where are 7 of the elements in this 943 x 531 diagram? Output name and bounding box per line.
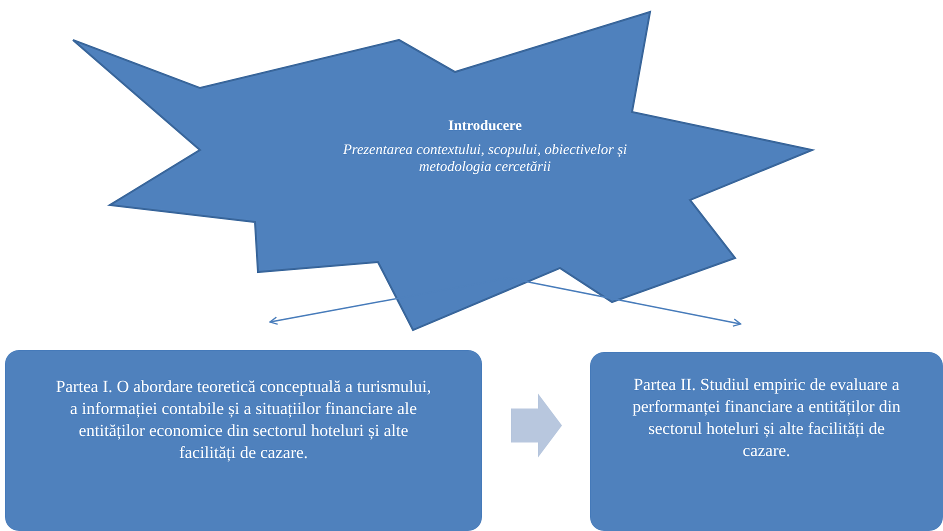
heading: Introducere [447,118,523,135]
section-box [590,352,943,531]
section-box [5,350,482,531]
box-text: Partea II. Studiul empiric de evaluare a performanței financiare a entităților din sectorul hoteluri și alte facilități de cazare. [631,374,902,462]
box-text: Partea I. O abordare teoretică conceptuală a turismului, a informației contabile și a situațiilor financiare ale entităților economice din sectorul hoteluri și alte facilități de cazare. [54,376,432,464]
block-arrow [511,394,562,458]
subtitle-text: Prezentarea contextului, scopului, obiectivelor și metodologia cercetării [342,142,628,176]
